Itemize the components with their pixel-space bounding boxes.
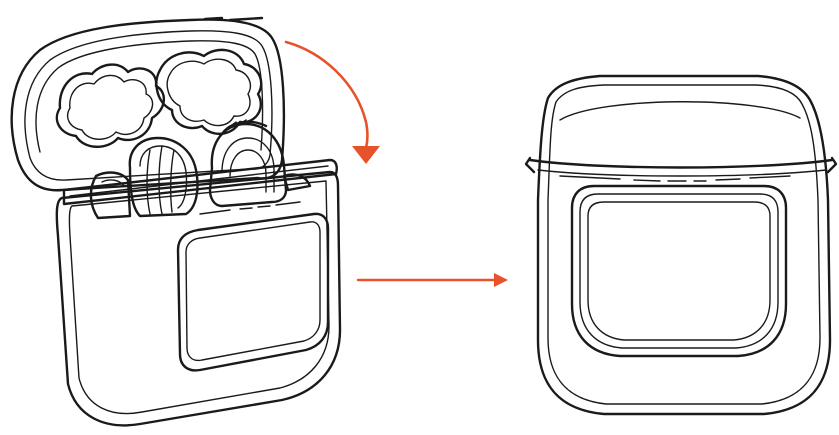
close-lid-arrowhead [352,146,380,164]
transition-arrow [358,273,508,287]
closed-case-illustration [526,76,836,414]
left-earbud-cavity [57,65,164,147]
close-lid-arrow [286,42,380,164]
transition-arrowhead [494,273,508,287]
closed-case-front-panel [572,186,786,356]
open-case-illustration [12,18,340,425]
open-case-body [57,160,340,425]
